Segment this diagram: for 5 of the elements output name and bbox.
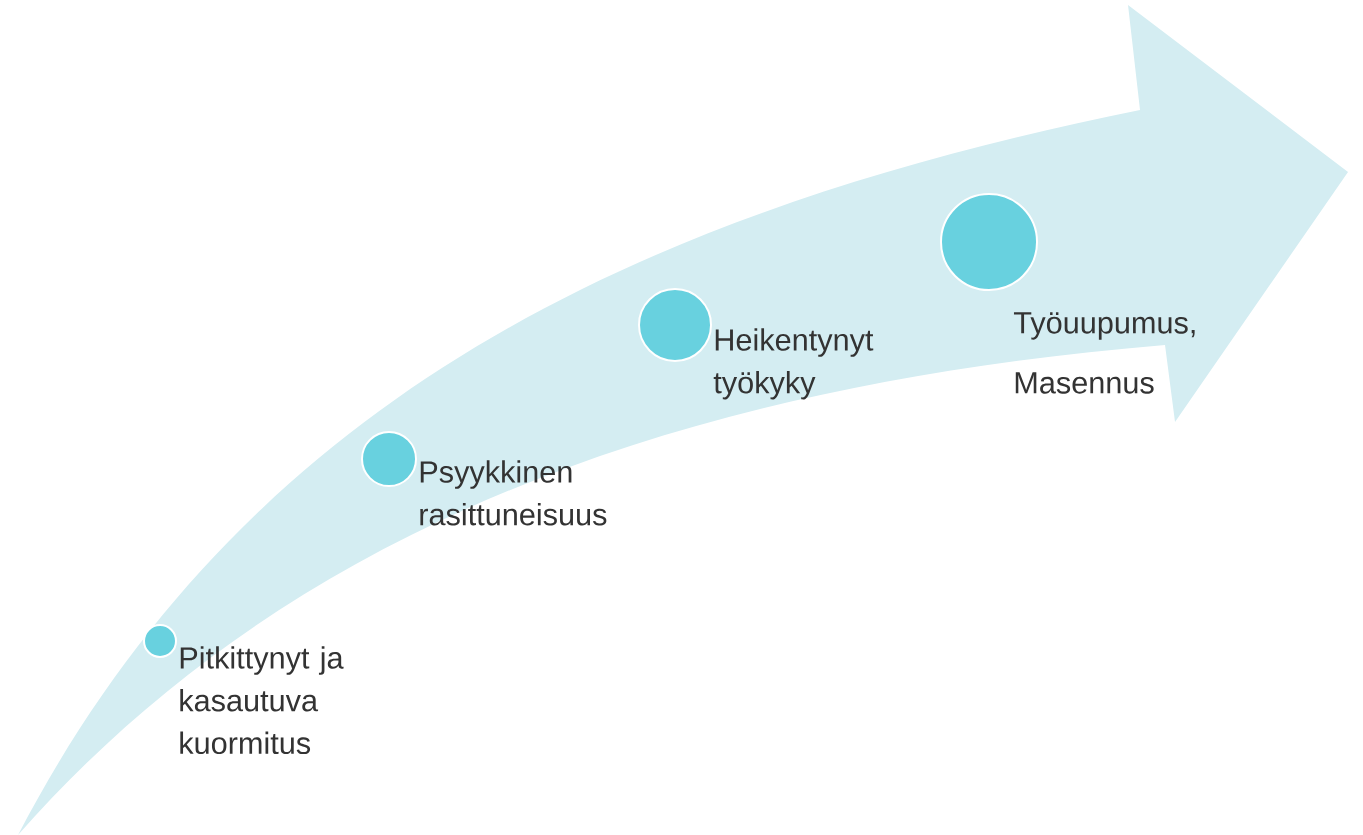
step-label: Masennus [1015,372,1154,394]
step-label: Psyykkinen rasittuneisuus [420,460,607,526]
step-label: Heikentynyt työkyky [713,328,874,400]
step-label: Pitkittynyt ja kasautuva kuormitus [180,646,344,755]
step-label: Työuupumus, [1013,312,1195,340]
